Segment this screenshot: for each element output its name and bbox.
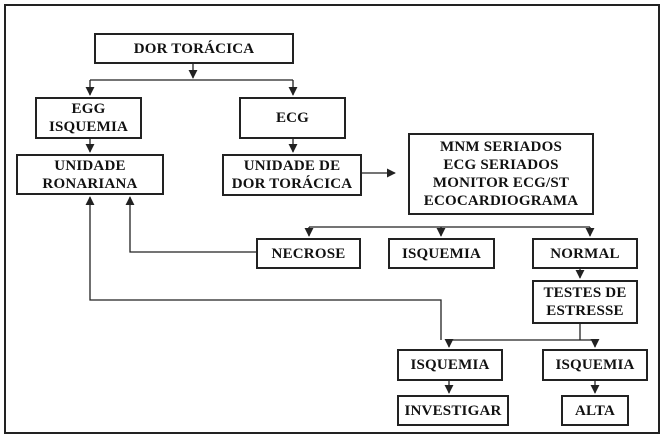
diagram-frame xyxy=(4,4,660,434)
box-isquemia-left: ISQUEMIA xyxy=(397,349,503,381)
connector-necrose-to-uco xyxy=(125,196,256,253)
box-mnm-seriados: MNM SERIADOS ECG SERIADOS MONITOR ECG/ST… xyxy=(408,133,594,215)
box-necrose: NECROSE xyxy=(256,238,361,269)
box-egg-isquemia: EGG ISQUEMIA xyxy=(35,97,142,139)
box-alta: ALTA xyxy=(561,395,629,426)
box-unidade-coronariana: UNIDADE RONARIANA xyxy=(16,154,164,195)
box-testes-estresse: TESTES DE ESTRESSE xyxy=(532,280,638,324)
connector-feedback-to-uco xyxy=(85,196,442,340)
box-ecg: ECG xyxy=(239,97,346,139)
box-dor-toracica: DOR TORÁCICA xyxy=(94,33,294,64)
box-unidade-dor-toracica: UNIDADE DE DOR TORÁCICA xyxy=(222,154,362,196)
box-isquemia-mid: ISQUEMIA xyxy=(388,238,495,269)
box-normal: NORMAL xyxy=(532,238,638,269)
box-isquemia-right: ISQUEMIA xyxy=(542,349,648,381)
box-investigar: INVESTIGAR xyxy=(397,395,509,426)
